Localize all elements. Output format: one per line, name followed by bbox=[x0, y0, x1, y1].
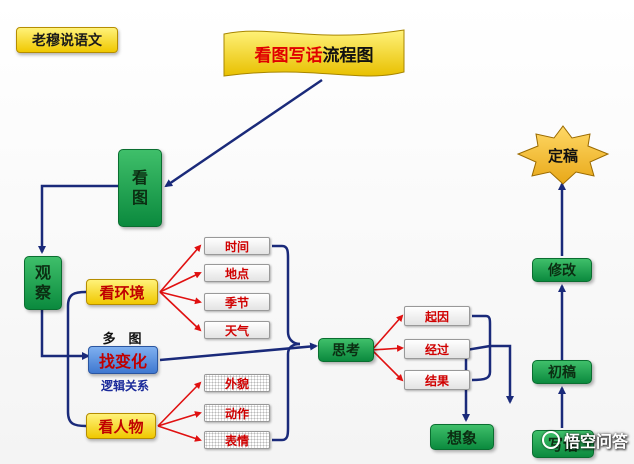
arrow-env-season bbox=[159, 291, 202, 305]
title-rest: 流程图 bbox=[322, 45, 374, 66]
line-bracket-people bbox=[66, 306, 87, 428]
people-item-expression: 表情 bbox=[204, 431, 270, 449]
node-look-char-1: 看 bbox=[131, 168, 148, 187]
line-bracket-env bbox=[66, 290, 87, 307]
node-draft: 初稿 bbox=[532, 360, 592, 384]
people-item-appearance: 外貌 bbox=[204, 374, 270, 392]
node-think: 思考 bbox=[318, 338, 374, 362]
node-people: 看人物 bbox=[86, 413, 156, 439]
title-banner bbox=[223, 29, 405, 77]
node-look: 看 图 bbox=[118, 149, 162, 227]
arrow-change-to-think bbox=[159, 342, 318, 362]
arrow-people-action bbox=[157, 411, 202, 427]
label-logic-relation: 逻辑关系 bbox=[100, 378, 149, 393]
node-observe-char-1: 观 bbox=[34, 263, 51, 282]
author-badge: 老穆说语文 bbox=[16, 27, 118, 53]
env-item-weather: 天气 bbox=[204, 321, 270, 339]
arrow-observe-branch bbox=[40, 310, 90, 360]
node-imagine: 想象 bbox=[430, 424, 494, 450]
arrow-think-result bbox=[371, 349, 404, 382]
node-observe: 观 察 bbox=[24, 256, 62, 310]
node-revise: 修改 bbox=[532, 258, 592, 282]
final-star-shape bbox=[516, 125, 610, 185]
arrow-env-place bbox=[159, 271, 202, 293]
people-item-action: 动作 bbox=[204, 404, 270, 422]
env-item-place: 地点 bbox=[204, 264, 270, 282]
node-observe-char-2: 察 bbox=[34, 283, 51, 302]
title-text: 看图写话流程图 bbox=[230, 36, 398, 70]
arrow-think-cause bbox=[371, 314, 404, 351]
node-look-char-2: 图 bbox=[131, 188, 148, 207]
plot-item-result: 结果 bbox=[404, 370, 470, 390]
arrow-people-expression bbox=[157, 425, 202, 442]
node-find-change: 找变化 bbox=[88, 346, 158, 374]
arrow-people-look bbox=[157, 381, 202, 427]
watermark: 悟空问答 bbox=[510, 428, 628, 452]
arrow-think-process bbox=[371, 344, 404, 352]
line-plot-bracket bbox=[471, 314, 492, 382]
watermark-text: 悟空问答 bbox=[563, 432, 628, 451]
line-people-bracket bbox=[272, 342, 301, 442]
watermark-logo-icon bbox=[541, 431, 560, 449]
plot-item-cause: 起因 bbox=[404, 306, 470, 326]
arrow-env-time bbox=[159, 244, 202, 293]
arrow-plot-to-right bbox=[490, 344, 514, 404]
node-environment: 看环境 bbox=[86, 279, 158, 305]
title-red: 看图写话 bbox=[254, 45, 323, 66]
arrow-title-to-look bbox=[164, 78, 323, 188]
node-final: 定稿 bbox=[547, 146, 578, 165]
env-item-season: 季节 bbox=[204, 293, 270, 311]
arrow-env-weather bbox=[159, 291, 202, 332]
line-env-bracket bbox=[272, 244, 301, 346]
arrow-look-to-observe bbox=[38, 184, 118, 254]
label-multi-picture: 多 图 bbox=[102, 331, 142, 347]
plot-item-process: 经过 bbox=[404, 339, 470, 359]
env-item-time: 时间 bbox=[204, 237, 270, 255]
